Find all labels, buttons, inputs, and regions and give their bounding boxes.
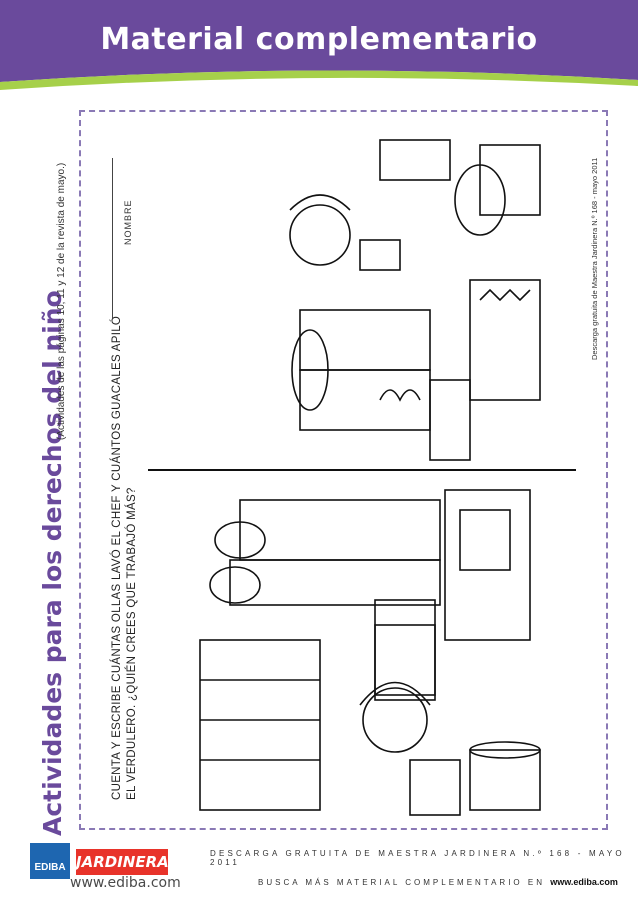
pot-stack-icon	[229, 559, 441, 606]
crate-icon	[379, 139, 451, 181]
shelf-icon	[199, 639, 321, 811]
crate-icon	[429, 379, 471, 461]
pot-icon	[409, 759, 461, 816]
vegetables-icon	[454, 164, 506, 236]
footer-more-prefix: BUSCA MÁS MATERIAL COMPLEMENTARIO EN	[258, 878, 545, 887]
name-line	[112, 158, 113, 318]
page-title: Material complementario	[100, 22, 538, 57]
footer-more-text: BUSCA MÁS MATERIAL COMPLEMENTARIO EN www…	[258, 877, 618, 887]
header-banner: Material complementario	[0, 0, 638, 95]
greengrocer-head-icon	[289, 204, 351, 266]
instruction-line-2: EL VERDULERO. ¿QUIÉN CREES QUE TRABAJÓ M…	[126, 487, 138, 800]
footer-download-text: DESCARGA GRATUITA DE MAESTRA JARDINERA N…	[210, 849, 625, 867]
scene-divider	[148, 469, 576, 471]
crate-icon	[479, 144, 541, 216]
website-label[interactable]: www.ediba.com	[70, 875, 181, 891]
footer-link[interactable]: www.ediba.com	[550, 877, 618, 887]
instructions: CUENTA Y ESCRIBE CUÁNTAS OLLAS LAVÓ EL C…	[110, 316, 140, 800]
jardinera-logo: JARDINERA	[76, 849, 169, 875]
pot-icon	[469, 749, 541, 811]
chef-head-icon	[362, 687, 428, 753]
chef-hat-icon	[359, 681, 431, 706]
coloring-illustration	[199, 139, 541, 816]
content-frame	[79, 110, 608, 830]
stove-icon	[444, 489, 531, 641]
pot-stack-icon	[239, 499, 441, 561]
name-label: NOMBRE	[123, 199, 133, 245]
pot-icon	[374, 624, 436, 696]
ediba-logo: EDIBA	[30, 843, 70, 879]
crate-icon	[469, 279, 541, 401]
activity-subtitle: (Actividades de las páginas 10, 11 y 12 …	[56, 162, 67, 440]
header-wave	[0, 0, 638, 90]
instruction-line-1: CUENTA Y ESCRIBE CUÁNTAS OLLAS LAVÓ EL C…	[111, 315, 123, 800]
cap-icon	[289, 194, 351, 211]
crate-stack-icon	[299, 309, 431, 371]
